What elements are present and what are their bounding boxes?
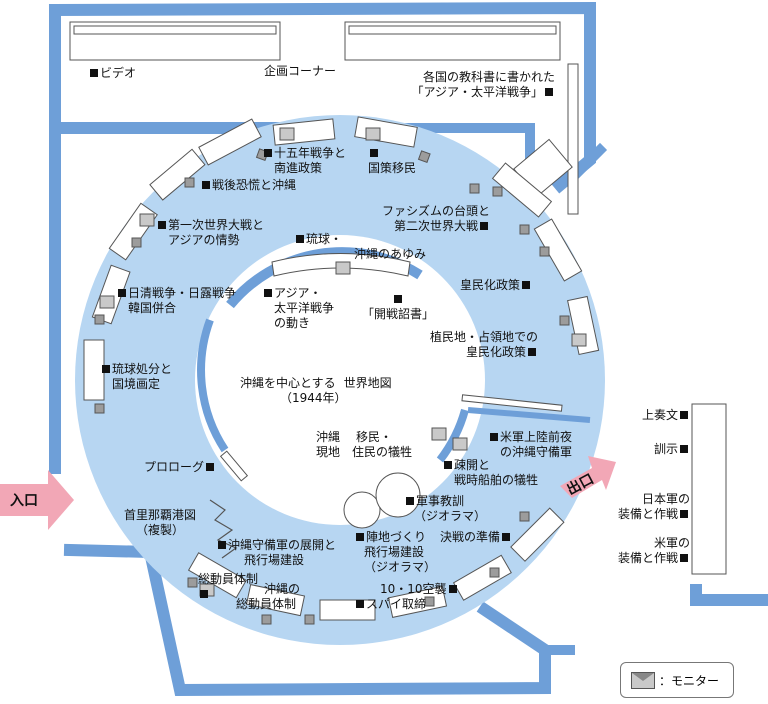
- label-fifteen-years: 十五年戦争と南進政策: [262, 146, 346, 176]
- label-sino-japanese: 日清戦争・日露戦争韓国併合: [116, 286, 236, 316]
- label-postwar-panic: 戦後恐慌と沖縄: [200, 178, 296, 193]
- label-memorial: 上奏文: [610, 408, 690, 423]
- label-battle-prep: 決戦の準備: [440, 530, 512, 545]
- label-airfield: 陣地づくり飛行場建設（ジオラマ）: [354, 530, 436, 575]
- exit-arrow: [560, 456, 616, 498]
- label-naha-port: 首里那覇港図（複製）: [123, 508, 196, 537]
- textbook-case: [567, 63, 579, 215]
- entrance-label: 入口: [10, 493, 38, 509]
- right-display-case: [691, 403, 727, 575]
- label-military-training: 軍事教訓（ジオラマ）: [404, 494, 486, 524]
- legend: ：モニター: [620, 662, 734, 698]
- label-us-landing: 米軍上陸前夜の沖縄守備軍: [488, 430, 572, 460]
- label-ryukyu-history: 琉球・沖縄のあゆみ: [294, 232, 426, 262]
- label-evacuation: 疎開と戦時船舶の犠牲: [442, 458, 538, 488]
- label-textbooks: 各国の教科書に書かれた「アジア・太平洋戦争」: [411, 70, 555, 99]
- monitor-icon: [631, 672, 655, 689]
- diorama-2: [375, 472, 421, 518]
- label-prologue: プロローグ: [144, 460, 216, 475]
- label-world-map: 沖縄を中心とする世界地図（1944年）: [240, 376, 392, 405]
- label-mobilization: 総動員体制: [198, 572, 258, 602]
- label-us-army: 米軍の装備と作戦: [617, 536, 690, 565]
- label-japan-army: 日本軍の装備と作戦: [617, 492, 690, 521]
- label-oct10: 10・10空襲スパイ取締: [354, 582, 459, 612]
- label-fascism: ファシズムの台頭と第二次世界大戦: [381, 204, 490, 233]
- entrance-arrow: [0, 470, 74, 530]
- ring-cases: [83, 116, 600, 621]
- label-okinawa-local: 沖縄現地: [316, 430, 341, 459]
- diorama-1: [343, 491, 381, 529]
- label-national-emigration: 国策移民: [368, 146, 416, 176]
- label-defense-army: 沖縄守備軍の展開と飛行場建設: [216, 538, 336, 568]
- label-ryukyu-disposal: 琉球処分と国境画定: [100, 362, 172, 392]
- label-ww1: 第一次世界大戦とアジアの情勢: [156, 218, 264, 248]
- label-war-declaration: 「開戦詔書」: [362, 292, 434, 322]
- label-instruction: 訓示: [610, 442, 690, 457]
- label-colonies: 植民地・占領地での皇民化政策: [429, 330, 538, 359]
- label-planning-corner: 企画コーナー: [264, 64, 337, 78]
- label-emigrants: 移民・住民の犠牲: [352, 430, 413, 459]
- plinths: [94, 148, 570, 625]
- label-imperialization: 皇民化政策: [460, 278, 532, 293]
- label-video: ビデオ: [88, 66, 136, 81]
- label-asia-pacific: アジア・太平洋戦争の動き: [262, 286, 334, 331]
- label-okinawa-mobilization: 沖縄の総動員体制: [236, 582, 301, 611]
- legend-monitor-label: ：モニター: [659, 674, 720, 688]
